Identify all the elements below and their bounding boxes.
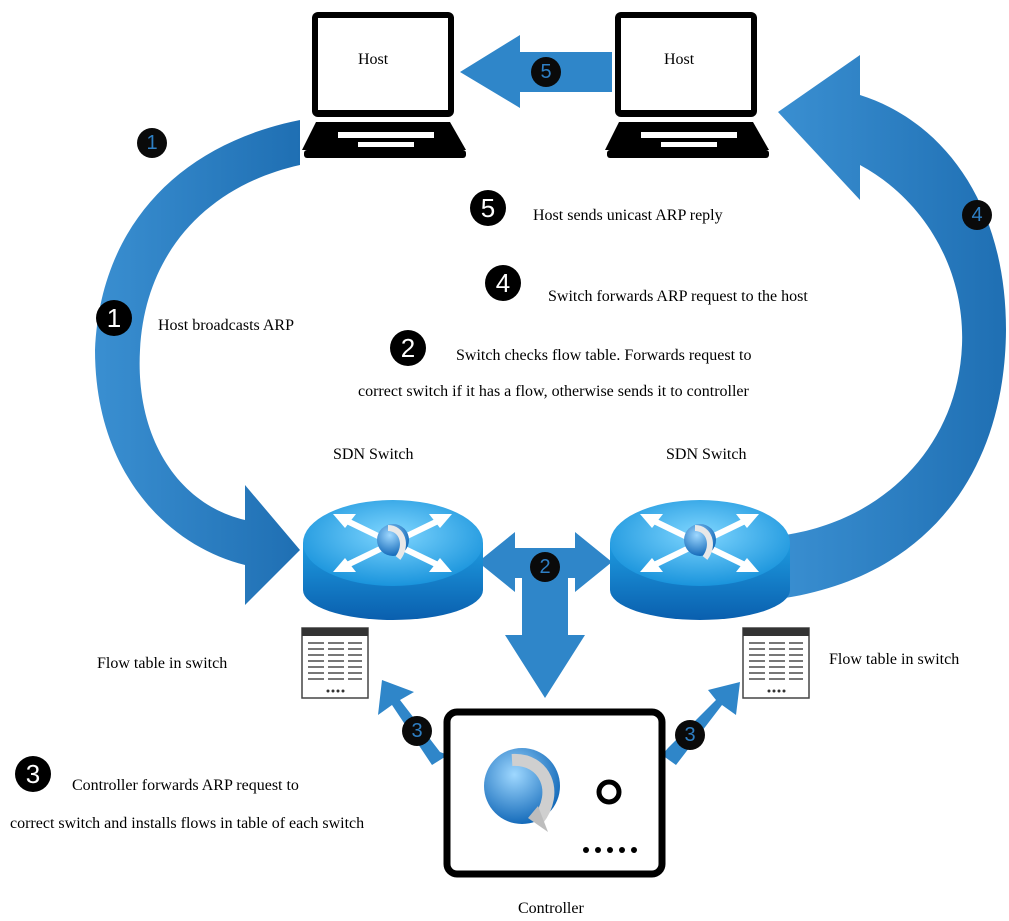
step-3-badge: 3 <box>15 756 51 792</box>
host-left-laptop <box>302 12 466 158</box>
arrow-badge-3-left: 3 <box>402 716 432 746</box>
host-right-laptop <box>605 12 769 158</box>
step-1-text: Host broadcasts ARP <box>158 317 294 334</box>
step-3-text-line2: correct switch and installs flows in tab… <box>10 815 365 832</box>
controller-label: Controller <box>518 900 584 917</box>
step-4-badge: 4 <box>485 265 521 301</box>
arrow-badge-1: 1 <box>137 128 167 158</box>
step-1-badge: 1 <box>96 300 132 336</box>
arrow-badge-5: 5 <box>531 57 561 87</box>
step-2-text-line1: Switch checks flow table. Forwards reque… <box>456 347 752 364</box>
sdn-switch-right-icon <box>610 500 790 620</box>
arrow-controller-right <box>662 682 740 765</box>
sdn-switch-left-label: SDN Switch <box>333 446 414 463</box>
step-4-text: Switch forwards ARP request to the host <box>548 288 808 305</box>
arrow-host-to-switch <box>95 95 300 605</box>
step-2-badge: 2 <box>390 330 426 366</box>
sdn-switch-left-icon <box>303 500 483 620</box>
flow-table-left-label: Flow table in switch <box>97 655 228 672</box>
flow-table-left-icon <box>301 627 369 699</box>
arrow-badge-3-right: 3 <box>675 720 705 750</box>
arrow-switch-to-host <box>778 55 1006 598</box>
sdn-switch-right-label: SDN Switch <box>666 446 747 463</box>
step-3-text-line1: Controller forwards ARP request to <box>72 777 299 794</box>
arrow-badge-2: 2 <box>530 552 560 582</box>
step-2-text-line2: correct switch if it has a flow, otherwi… <box>358 383 749 400</box>
arrow-badge-4: 4 <box>962 200 992 230</box>
step-5-text: Host sends unicast ARP reply <box>533 207 723 224</box>
host-left-label: Host <box>358 51 389 68</box>
step-5-badge: 5 <box>470 190 506 226</box>
host-right-label: Host <box>664 51 695 68</box>
flow-table-right-icon <box>742 627 810 699</box>
flow-table-right-label: Flow table in switch <box>829 651 960 668</box>
arrow-switch-link <box>478 532 612 698</box>
controller-box-icon <box>443 708 666 878</box>
